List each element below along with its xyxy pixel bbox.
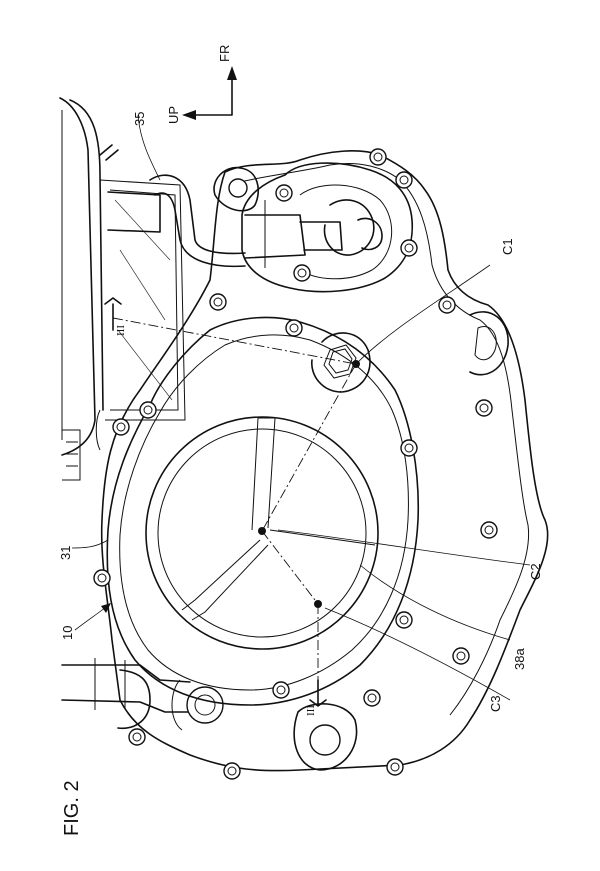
label-10: 10 [60, 626, 75, 640]
clutch-cover [95, 316, 420, 706]
line-c1-c2 [261, 363, 357, 532]
leader-c1 [355, 264, 491, 365]
frame-structure [59, 97, 246, 729]
center-lines [104, 297, 360, 707]
bolt [93, 569, 111, 587]
bolt [386, 758, 404, 776]
leader-38a [359, 564, 511, 641]
bolt [293, 264, 311, 282]
front-arrow-head [227, 66, 237, 80]
bolt [223, 762, 241, 780]
bolt [400, 439, 418, 457]
bolt [395, 611, 413, 629]
bolt [275, 184, 293, 202]
line-c2-c3 [261, 530, 319, 605]
label-c1: C1 [500, 238, 515, 255]
leader-31 [71, 539, 109, 549]
bolt [400, 239, 418, 257]
up-label: UP [166, 106, 181, 124]
bolt [285, 319, 303, 337]
bolt [480, 521, 498, 539]
c1-nut [323, 344, 357, 379]
bolt [128, 728, 146, 746]
bolt [112, 418, 130, 436]
bolt [438, 296, 456, 314]
center-c2 [258, 527, 266, 535]
bolts [93, 148, 498, 780]
up-arrow-head [182, 110, 196, 120]
reference-labels: 35 31 10 C1 C2 C3 38a III III [58, 112, 543, 716]
crankcase-cover [100, 150, 549, 772]
bolt [475, 399, 493, 417]
lug-hole-left [186, 686, 224, 724]
leader-c3 [324, 607, 511, 701]
bolt [272, 681, 290, 699]
label-31: 31 [58, 546, 73, 560]
leader-lines [71, 114, 531, 701]
leader-c2 [277, 529, 531, 566]
front-label: FR [217, 45, 232, 62]
direction-indicator: FR UP [166, 45, 237, 124]
bolt [395, 171, 413, 189]
figure-title: FIG. 2 [61, 780, 83, 836]
section-line-top [112, 317, 357, 365]
bolt [452, 647, 470, 665]
label-35: 35 [132, 112, 147, 126]
center-c3 [314, 600, 322, 608]
label-c3: C3 [488, 695, 503, 712]
clutch-dome [145, 416, 379, 650]
label-section-top: III [115, 325, 127, 336]
label-38a: 38a [512, 648, 527, 670]
bolt [369, 148, 387, 166]
bolt [363, 689, 381, 707]
water-pump-cover [241, 162, 414, 293]
lug-hole-bottom [309, 724, 341, 756]
bolt [139, 401, 157, 419]
bolt [209, 293, 227, 311]
leader-35 [137, 114, 161, 181]
label-c2: C2 [528, 563, 543, 580]
lug-hole-top [228, 178, 248, 198]
label-section-bottom: III [305, 705, 317, 716]
